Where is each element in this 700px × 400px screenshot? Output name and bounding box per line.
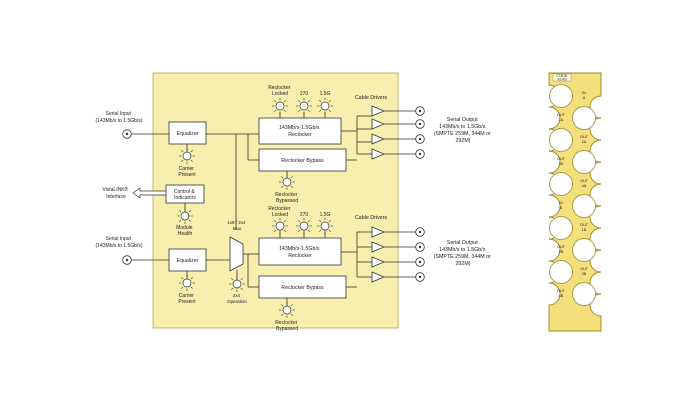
rear-port-hole (572, 150, 596, 174)
reclocker-locked-top-label: Reclocker Locked (268, 85, 292, 97)
reclocker-locked-bottom-label: Reclocker Locked (268, 206, 292, 218)
reclocker-bypassed-top-label: Reclocker Bypassed (275, 192, 299, 204)
svg-text:CCR18 XS-R3: CCR18 XS-R3 (556, 74, 567, 82)
input-a-bnc-icon (122, 129, 132, 139)
carrier-present-top-led-icon (178, 147, 196, 165)
rear-port-label: 3B (582, 272, 587, 276)
rear-port-label: OUT (580, 267, 589, 271)
rear-port-label: 4A (582, 184, 587, 188)
led-1-5g-bottom-icon (316, 217, 334, 235)
mux-label: 1x8 / 2x4 Mux (227, 220, 247, 231)
rear-port-label: OUT (557, 245, 566, 249)
rear-port-label: 2B (559, 250, 564, 254)
rear-port-hole (549, 84, 573, 108)
output-3a-bnc-icon (415, 134, 425, 144)
rear-port-hole (549, 172, 573, 196)
mux-operation-led-icon (228, 275, 246, 293)
rear-port-hole (549, 128, 573, 152)
label-270-bottom: 270 (300, 212, 309, 218)
input-b-label: Serial Input (143Mb/s to 1.5Gb/s) (96, 236, 143, 249)
rear-port-label: B (560, 206, 563, 210)
output-4a-bnc-icon (415, 149, 425, 159)
input-b-bnc-icon (122, 255, 132, 265)
reclocker-locked-bottom-led-icon (271, 217, 289, 235)
reclocker-bypassed-top-led-icon (278, 173, 296, 191)
svg-text:143Mb/s-1.5Gb/s Reclocke: 143Mb/s-1.5Gb/s Reclocker (279, 246, 321, 259)
rear-port-label: 1A (559, 118, 564, 122)
rear-port-label: IN (559, 201, 563, 205)
rear-port-label: OUT (557, 289, 566, 293)
rear-port-label: A (583, 96, 586, 100)
reclocker-bypass-bottom: Reclocker Bypass (258, 275, 347, 299)
label-270-top: 270 (300, 91, 309, 97)
svg-text:Equalizer: Equalizer (176, 131, 198, 137)
reclocker-bypassed-bottom-led-icon (278, 301, 296, 319)
output-2b-bnc-icon (415, 242, 425, 252)
rear-panel-ports: INAOUT1AOUT2AOUT3AOUT4AINBOUT1BOUT2BOUT3… (549, 84, 596, 306)
rear-port-label: 4B (559, 294, 564, 298)
rear-port-label: OUT (557, 157, 566, 161)
carrier-present-top-label: Carrier Present (178, 166, 196, 178)
rear-port-hole (549, 216, 573, 240)
rear-port-label: OUT (580, 179, 589, 183)
output-2a-bnc-icon (415, 119, 425, 129)
output-3b-bnc-icon (415, 257, 425, 267)
equalizer-top: Equalizer (168, 121, 207, 145)
rear-port-hole (572, 282, 596, 306)
serial-output-bottom-label: Serial Output 143Mb/s to 1.5Gb/s (SMPTE … (434, 240, 493, 267)
reclocker-bypass-top: Reclocker Bypass (258, 148, 347, 172)
reclocker-bottom: 143Mb/s-1.5Gb/s Reclocker (258, 237, 342, 266)
rear-port-hole (549, 260, 573, 284)
mux-block (229, 236, 244, 272)
label-1-5g-bottom: 1.5G (320, 212, 331, 218)
control-indicators-box: Control & Indicators (165, 184, 205, 204)
led-270-top-icon (295, 97, 313, 115)
rear-port-label: 3A (559, 162, 564, 166)
rear-port-label: OUT (580, 135, 589, 139)
rear-port-label: IN (582, 91, 586, 95)
rear-port-label: 1B (582, 228, 587, 232)
carrier-present-bottom-led-icon (178, 274, 196, 292)
serial-output-top-label: Serial Output 143Mb/s to 1.5Gb/s (SMPTE … (434, 117, 493, 144)
svg-text:Reclocker Bypass: Reclocker Bypass (281, 285, 324, 291)
svg-text:Control & Indicators: Control & Indicators (174, 189, 196, 201)
reclocker-top: 143Mb/s-1.5Gb/s Reclocker (258, 117, 342, 145)
carrier-present-bottom-label: Carrier Present (178, 293, 196, 305)
led-270-bottom-icon (295, 217, 313, 235)
cable-drivers-top-label: Cable Drivers (355, 95, 387, 101)
input-a-label: Serial Input (143Mb/s to 1.5Gb/s) (96, 111, 143, 124)
reclocker-bypassed-bottom-label: Reclocker Bypassed (275, 320, 299, 332)
module-health-led-icon (176, 207, 194, 225)
equalizer-bottom: Equalizer (168, 248, 207, 272)
label-1-5g-top: 1.5G (320, 91, 331, 97)
rear-port-hole (572, 106, 596, 130)
rear-port-label: OUT (557, 113, 566, 117)
rear-port-label: OUT (580, 223, 589, 227)
cable-drivers-bottom-label: Cable Drivers (355, 215, 387, 221)
module-health-label: Module Health (176, 225, 194, 237)
output-1a-bnc-icon (415, 106, 425, 116)
led-1-5g-top-icon (316, 97, 334, 115)
svg-text:Equalizer: Equalizer (176, 258, 198, 264)
output-4b-bnc-icon (415, 272, 425, 282)
svg-text:Reclocker Bypass: Reclocker Bypass (281, 158, 324, 164)
rear-port-hole (572, 194, 596, 218)
reclocker-locked-top-led-icon (271, 97, 289, 115)
rear-port-label: 2A (582, 140, 587, 144)
vistalink-interface-label: VistaLINK® Interface (102, 186, 129, 200)
svg-text:143Mb/s-1.5Gb/s Reclocke: 143Mb/s-1.5Gb/s Reclocker (279, 125, 321, 138)
rear-port-hole (572, 238, 596, 262)
mux-operation-label: 2x4 Operation (227, 293, 247, 304)
output-1b-bnc-icon (415, 227, 425, 237)
